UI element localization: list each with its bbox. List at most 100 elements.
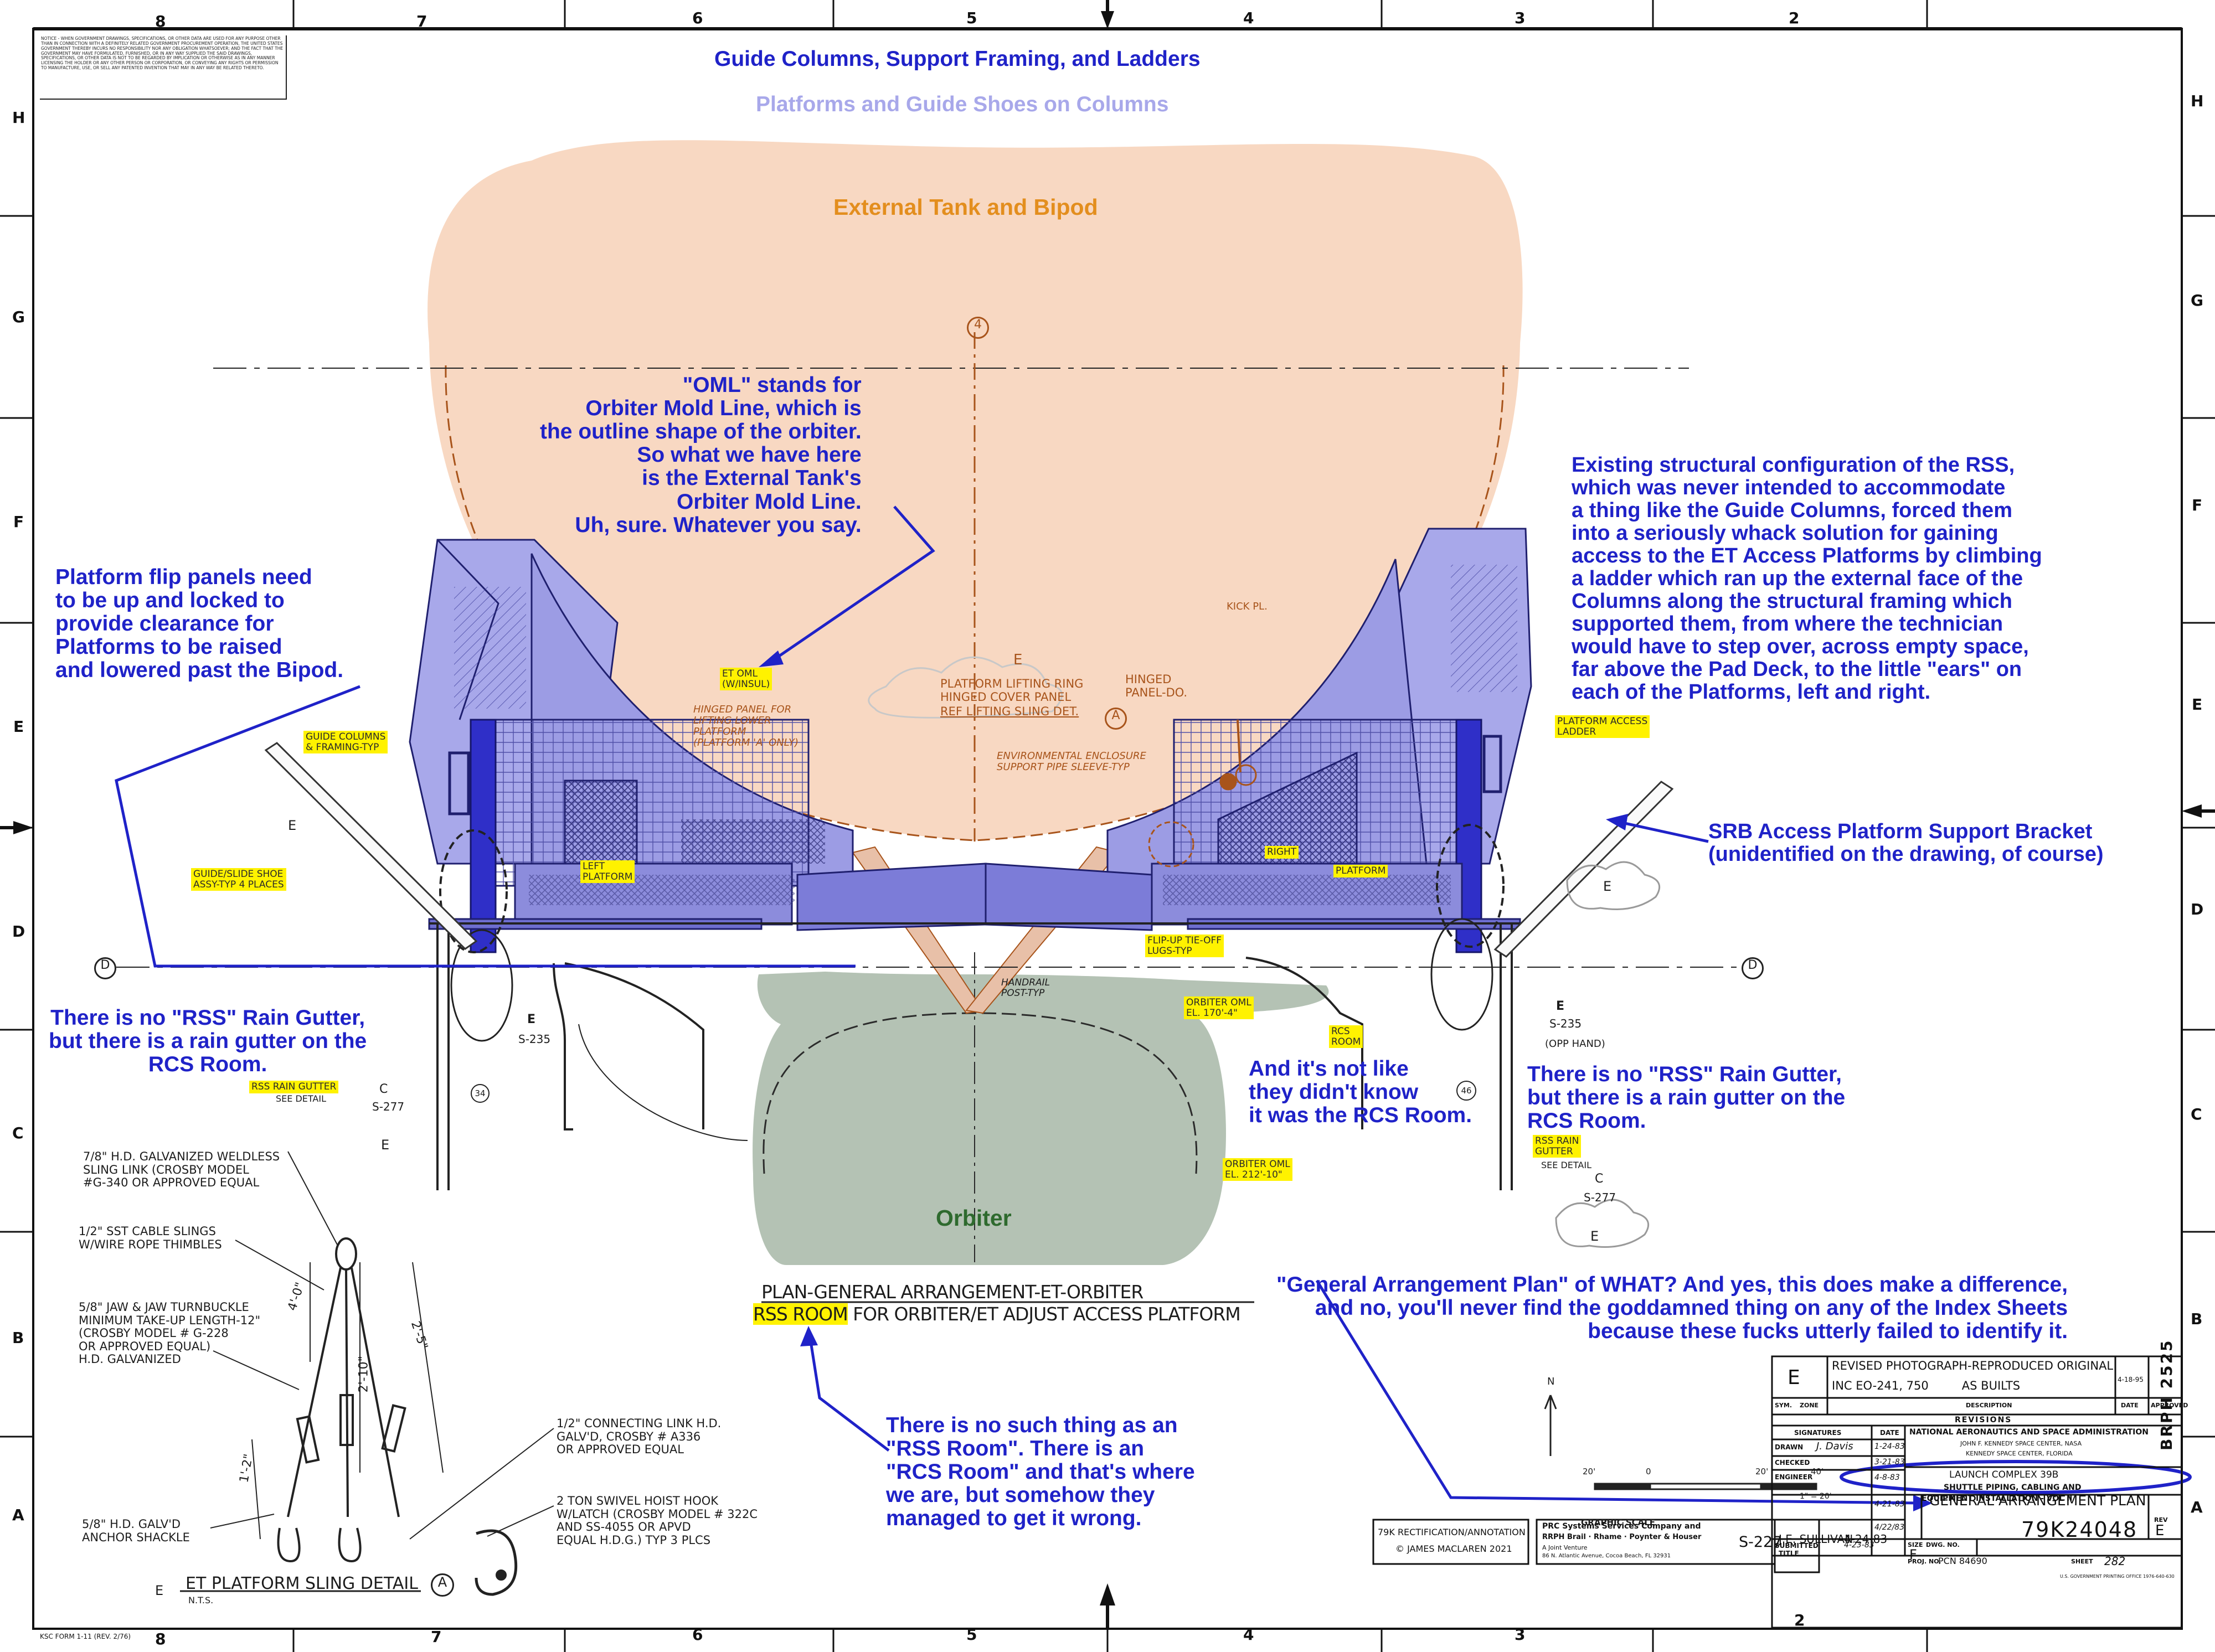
tb-sheet-no: S-227 [1739,1534,1783,1551]
sling-detail-drawing [277,1237,518,1596]
tb-approved: APPROVED [2151,1402,2188,1409]
zone-label-bottom-7: 7 [431,1628,442,1646]
tb-pcn: PCN 84690 [1938,1556,1987,1566]
tb-contractor-4: 86 N. Atlantic Avenue, Cocoa Beach, FL 3… [1542,1553,1671,1559]
tag-rss-gutter-left: RSS RAIN GUTTER [249,1081,339,1093]
zone-label-bottom-5: 5 [966,1625,977,1644]
tb-engineer: ENGINEER [1775,1473,1813,1481]
zone-label-right-E: E [2192,695,2203,714]
annotation-arrows [115,505,1922,1505]
tb-description: DESCRIPTION [1966,1402,2012,1409]
zone-label-bottom-4: 4 [1243,1625,1254,1644]
sling-detail-nts: N.T.S. [188,1595,214,1605]
tb-gpo: U.S. GOVERNMENT PRINTING OFFICE 1976-640… [2060,1574,2175,1579]
tb-sym: SYM. [1775,1402,1792,1409]
zone-label-bottom-8: 8 [155,1630,166,1648]
sling-note-connecting-link: 1/2" CONNECTING LINK H.D. GALV'D, CROSBY… [557,1417,722,1457]
callout-s277-left: S-277 [372,1100,405,1113]
tb-sig-date-2: 3-21-83 [1874,1458,1905,1467]
heading-guide-columns: Guide Columns, Support Framing, and Ladd… [714,47,1201,71]
tb-dwg-no: 79K24048 [2021,1517,2138,1542]
tb-subject-1: SHUTTLE PIPING, CABLING AND [1944,1483,2082,1492]
rss-room-highlight: RSS ROOM [753,1303,848,1325]
callout-d-left: D [94,957,116,979]
tag-rcs-room: RCS ROOM [1329,1025,1363,1049]
zone-label-3: 3 [1515,9,1526,27]
zone-label-5: 5 [966,9,977,27]
tag-right: RIGHT [1265,846,1299,859]
note-lifting-ring: PLATFORM LIFTING RING HINGED COVER PANEL [940,677,1084,704]
tag-guide-columns: GUIDE COLUMNS & FRAMING-TYP [303,731,388,754]
tb-contractor-3: A Joint Venture [1542,1544,1588,1551]
tb-revisions: REVISIONS [1955,1416,2012,1424]
annotation-arrowheads [759,651,1933,1511]
zone-label-right-H: H [2191,92,2204,110]
tb-side-code: BRPH 2525 [2157,1339,2176,1450]
callout-s235-right: S-235 [1549,1017,1582,1030]
tb-date-col: DATE [1880,1429,1899,1437]
tb-zone: ZONE [1800,1402,1819,1409]
callout-s277-right: S-277 [1584,1191,1616,1204]
tb-project: LAUNCH COMPLEX 39B [1949,1469,2059,1480]
sling-dim-2: 2'-10" [357,1356,371,1393]
tb-sig-date-3: 4-8-83 [1874,1473,1900,1482]
zone-label-B: B [12,1329,24,1347]
annotation-gutter-left: There is no "RSS" Rain Gutter, but there… [49,1006,367,1077]
callout-34: 34 [471,1084,490,1103]
tag-rss-gutter-right: RSS RAIN GUTTER [1533,1135,1582,1158]
tb-checked: CHECKED [1775,1459,1810,1467]
tb-proj-label: PROJ. NO. [1908,1558,1941,1565]
zone-label-4: 4 [1243,9,1254,27]
annotation-srb-bracket: SRB Access Platform Support Bracket (uni… [1708,820,2104,866]
note-hinged-lower: HINGED PANEL FOR LIFTING LOWER PLATFORM … [693,704,799,749]
annotation-no-rss-room: There is no such thing as an "RSS Room".… [886,1413,1195,1531]
tb-form: KSC FORM 1-11 (REV. 2/76) [40,1633,131,1640]
zone-label-F: F [13,513,24,531]
zone-label-right-F: F [2192,496,2203,514]
tb-size: F [1909,1547,1917,1562]
tb-rev: E [2155,1522,2165,1539]
note-see-detail-left: SEE DETAIL [276,1093,326,1104]
title-highlight-ellipse [1840,1460,2192,1494]
zone-label-6: 6 [692,9,703,27]
scale-tick-2: 20' [1755,1467,1769,1477]
tag-et-oml: ET OML (W/INSUL) [720,668,772,691]
title-block-frame [1372,1355,2183,1629]
zone-label-right-C: C [2191,1105,2202,1123]
sling-detail-callout-e: E [155,1583,164,1598]
annotation-existing-structure: Existing structural configuration of the… [1572,453,2042,704]
note-enclosure: ENVIRONMENTAL ENCLOSURE SUPPORT PIPE SLE… [997,750,1146,773]
callout-c-right: C [1595,1172,1604,1186]
tb-subject-2: EQUIPMENT INSTALLATION - VOL II [1922,1494,2073,1503]
callout-a: A [1105,708,1127,730]
zone-label-right-A: A [2191,1498,2203,1516]
zone-label-bottom-3: 3 [1515,1625,1526,1644]
pad-deck-lines [429,824,1520,1190]
callout-e-gutter-right: E [1590,1228,1599,1244]
tb-contractor-1: PRC Systems Services Company and [1542,1522,1701,1531]
annotation-oml: "OML" stands for Orbiter Mold Line, whic… [540,373,862,537]
zone-label-bottom-2: 2 [1794,1611,1805,1629]
tag-flipup-lugs: FLIP-UP TIE-OFF LUGS-TYP [1145,935,1224,958]
tb-rev-letter: E [1788,1366,1800,1389]
scale-tick-3: 40' [1811,1467,1824,1477]
tb-drawn-by: J. Davis [1816,1441,1853,1452]
callout-e-s235-right: E [1556,999,1565,1013]
zone-label-8: 8 [155,12,166,30]
tb-rev-date: 4-18-95 [2118,1376,2144,1383]
zone-label-H: H [12,109,25,127]
tb-dwg-label: DWG. NO. [1926,1541,1960,1548]
callout-e-gutter: E [381,1137,390,1153]
annotation-gutter-right: There is no "RSS" Rain Gutter, but there… [1527,1062,1846,1133]
note-see-detail-right: SEE DETAIL [1541,1160,1591,1170]
plan-title-line-1: PLAN-GENERAL ARRANGEMENT-ET-ORBITER [761,1281,1143,1303]
zone-label-2: 2 [1789,9,1800,27]
scale-tick-0: 20' [1583,1467,1596,1477]
zone-label-bottom-6: 6 [692,1625,703,1644]
tb-engineer-name: J.E. SULLIVAN [1779,1532,1853,1546]
sling-note-shackle: 5/8" H.D. GALV'D ANCHOR SHACKLE [82,1517,190,1544]
tb-copyright: © JAMES MACLAREN 2021 [1395,1543,1512,1554]
tag-guide-shoe: GUIDE/SLIDE SHOE ASSY-TYP 4 PLACES [191,868,286,891]
